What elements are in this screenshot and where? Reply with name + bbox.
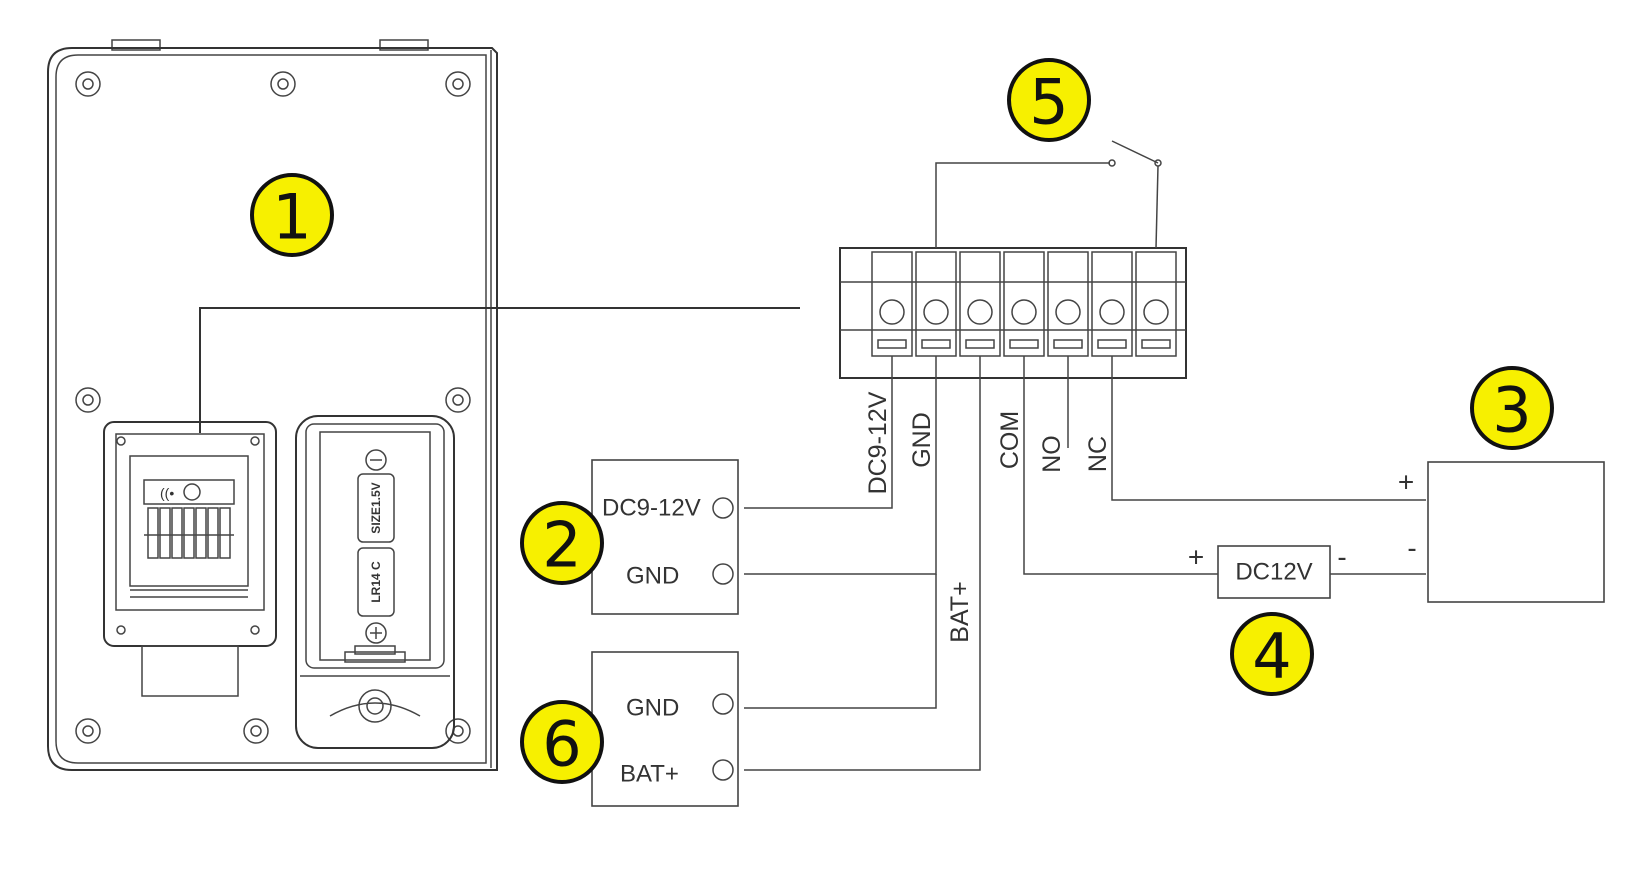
svg-text:2: 2 — [542, 509, 581, 582]
svg-text:4: 4 — [1252, 620, 1291, 693]
terminal-label-no: NO — [1038, 435, 1066, 473]
badge-5: 5 — [1007, 58, 1091, 142]
terminal-label-bat: BAT+ — [946, 581, 974, 642]
terminal-label-dc: DC9-12V — [864, 391, 892, 494]
badge-3: 3 — [1470, 366, 1554, 450]
wires — [744, 356, 1426, 771]
wireless-icon: ((• — [160, 485, 174, 501]
battery-size-label: SIZE1.5V — [369, 482, 383, 533]
screw-holes — [75, 71, 471, 744]
badge-6: 6 — [520, 700, 604, 784]
battery-module: GND BAT+ — [591, 651, 739, 807]
supply-label: DC12V — [1235, 559, 1312, 586]
supply-plus-sign: + — [1188, 542, 1204, 573]
electric-lock: + - — [1398, 461, 1605, 603]
svg-text:5: 5 — [1029, 66, 1068, 139]
exit-switch — [935, 140, 1162, 249]
module2-dc-label: DC9-12V — [602, 495, 701, 522]
badge-2: 2 — [520, 501, 604, 585]
module6-bat-label: BAT+ — [620, 761, 679, 788]
badge-1: 1 — [250, 173, 334, 257]
connector-module: ((• — [103, 421, 277, 697]
lock-minus-sign: - — [1407, 533, 1416, 564]
module6-gnd-label: GND — [626, 695, 679, 722]
svg-text:3: 3 — [1492, 374, 1531, 447]
supply-minus-sign: - — [1337, 542, 1346, 573]
svg-text:1: 1 — [272, 181, 311, 254]
module2-gnd-label: GND — [626, 563, 679, 590]
battery-holder: SIZE1.5V LR14 C — [295, 415, 455, 749]
device-cable — [199, 307, 800, 433]
terminal-label-gnd: GND — [908, 412, 936, 468]
dc12v-supply: DC12V + - — [1188, 542, 1347, 599]
terminal-label-com: COM — [996, 411, 1024, 469]
terminal-label-nc: NC — [1084, 436, 1112, 472]
device-back-panel: ((• SI — [47, 39, 498, 771]
battery-type-label: LR14 C — [369, 561, 383, 603]
lock-plus-sign: + — [1398, 467, 1414, 498]
badge-4: 4 — [1230, 612, 1314, 696]
terminal-labels: DC9-12V GND BAT+ COM NO NC — [864, 391, 1112, 642]
terminal-block — [839, 247, 1187, 379]
power-module: DC9-12V GND — [591, 459, 739, 615]
svg-text:6: 6 — [542, 708, 581, 781]
